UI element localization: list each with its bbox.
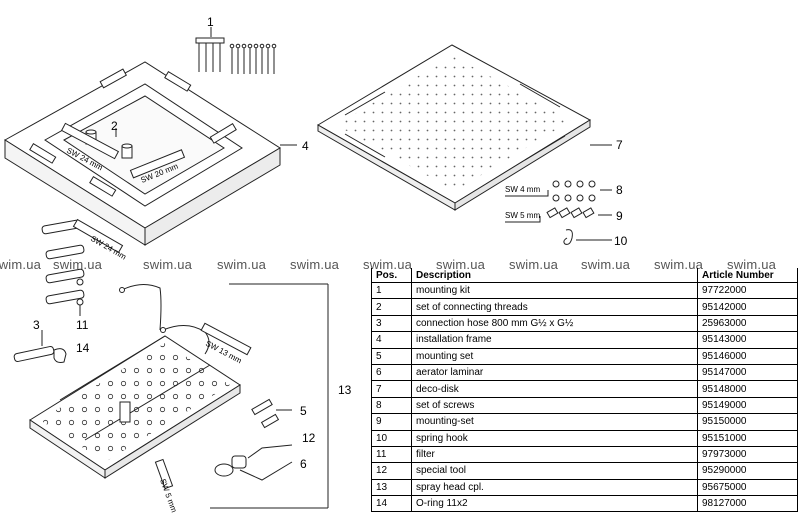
cell-article-number: 95149000 (697, 397, 798, 415)
cell-pos: 4 (371, 331, 412, 349)
header-pos: Pos. (371, 268, 412, 283)
cell-pos: 2 (371, 298, 412, 316)
cell-description: spring hook (411, 430, 698, 447)
set-of-screws-part (505, 180, 612, 202)
cell-article-number: 95290000 (697, 462, 798, 480)
installation-frame-part (4, 61, 297, 246)
watermark-text: swim.ua (0, 257, 42, 272)
cell-pos: 12 (371, 462, 412, 480)
cell-description: deco-disk (411, 380, 698, 398)
callout-9: 9 (616, 209, 623, 223)
cell-pos: 7 (371, 380, 412, 398)
cell-pos: 6 (371, 364, 412, 382)
watermark-text: swim.ua (143, 257, 193, 272)
cell-description: installation frame (411, 331, 698, 349)
callout-11: 11 (76, 318, 89, 332)
callout-3: 3 (33, 318, 40, 332)
callout-5: 5 (300, 404, 307, 418)
cell-article-number: 95142000 (697, 298, 798, 316)
spray-head-part (29, 283, 329, 509)
callout-6: 6 (300, 457, 307, 471)
callout-12: 12 (302, 431, 316, 445)
cell-article-number: 95146000 (697, 348, 798, 365)
watermark-text: swim.ua (217, 257, 267, 272)
cell-description: mounting set (411, 348, 698, 365)
cell-description: set of screws (411, 397, 698, 415)
cell-article-number: 97722000 (697, 282, 798, 300)
cell-pos: 11 (371, 446, 412, 464)
header-article-number: Article Number (697, 268, 798, 283)
callout-1: 1 (207, 15, 214, 29)
mounting-set-part-9 (505, 207, 612, 223)
callout-7: 7 (616, 138, 623, 152)
cell-article-number: 95147000 (697, 364, 798, 382)
cell-article-number: 95151000 (697, 430, 798, 447)
mounting-kit-part (195, 27, 277, 74)
spring-hook-part (563, 229, 612, 245)
cell-pos: 3 (371, 315, 412, 333)
cell-description: set of connecting threads (411, 298, 698, 316)
deco-disk-part (317, 44, 612, 211)
cell-article-number: 98127000 (697, 495, 798, 513)
table-header-row: Pos. Description Article Number (371, 268, 798, 283)
callout-10: 10 (614, 234, 628, 248)
mounting-set-part-5 (251, 398, 292, 429)
cell-article-number: 25963000 (697, 315, 798, 333)
cell-description: spray head cpl. (411, 479, 698, 497)
cell-pos: 10 (371, 430, 412, 447)
callout-numbers: 1 2 3 4 5 6 7 8 9 10 11 12 13 14 (33, 15, 628, 471)
cell-article-number: 95143000 (697, 331, 798, 349)
cell-pos: 13 (371, 479, 412, 497)
cell-pos: 1 (371, 282, 412, 300)
callout-8: 8 (616, 183, 623, 197)
watermark-text: swim.ua (290, 257, 340, 272)
callout-13: 13 (338, 383, 352, 397)
cell-description: filter (411, 446, 698, 464)
cell-pos: 5 (371, 348, 412, 365)
wrench-label-sw4: SW 4 mm (505, 185, 540, 194)
cell-pos: 9 (371, 413, 412, 431)
cell-article-number: 95150000 (697, 413, 798, 431)
cell-description: mounting kit (411, 282, 698, 300)
callout-4: 4 (302, 139, 309, 153)
cell-description: connection hose 800 mm G½ x G½ (411, 315, 698, 333)
cell-description: aerator laminar (411, 364, 698, 382)
cell-description: O-ring 11x2 (411, 495, 698, 513)
connection-hoses-part (13, 218, 124, 363)
connecting-threads-part (60, 122, 186, 179)
cell-pos: 8 (371, 397, 412, 415)
wrench-label-sw5-screws: SW 5 mm (505, 211, 540, 220)
aerator-part (214, 444, 293, 481)
watermark-text: swim.ua (53, 257, 103, 272)
cell-article-number: 95148000 (697, 380, 798, 398)
wrench-label-sw5-head: SW 5 mm (158, 478, 179, 514)
cell-pos: 14 (371, 495, 412, 513)
cell-article-number: 97973000 (697, 446, 798, 464)
callout-2: 2 (111, 119, 118, 133)
header-description: Description (411, 268, 698, 283)
cell-description: mounting-set (411, 413, 698, 431)
cell-article-number: 95675000 (697, 479, 798, 497)
cell-description: special tool (411, 462, 698, 480)
callout-14: 14 (76, 341, 90, 355)
